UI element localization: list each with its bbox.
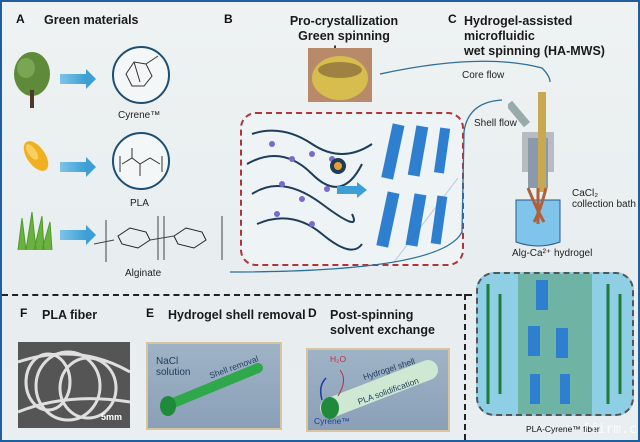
tree-icon (10, 50, 54, 110)
pla-fiber-photo: 5mm (17, 342, 131, 428)
panel-c-letter: C (448, 12, 457, 26)
panel-d-title-line2: solvent exchange (330, 323, 435, 337)
grass-icon (14, 210, 54, 251)
panel-c-title: Hydrogel-assisted microfluidic wet spinn… (464, 14, 638, 59)
arrow-right-icon (60, 225, 96, 245)
pla-structure (112, 132, 170, 190)
panel-f-letter: F (20, 306, 28, 320)
alginate-label: Alginate (125, 268, 162, 279)
watermark: ffirm.com (582, 422, 638, 437)
corn-icon (16, 138, 56, 174)
section-divider (2, 294, 472, 296)
arrow-right-icon (60, 69, 96, 89)
section-divider-vertical (464, 294, 466, 440)
shell-removal-box: NaCl solution Shell removal (146, 342, 282, 430)
panel-b-title-line1: Pro-crystallization (289, 14, 399, 28)
panel-a-letter: A (16, 12, 25, 26)
scale-bar-label: 5mm (100, 412, 122, 422)
nacl-solution-label: NaCl solution (156, 356, 190, 378)
h2o-label: H₂O (330, 354, 347, 364)
crystallization-inset (240, 112, 464, 266)
dope-flask-photo (308, 48, 372, 102)
panel-c-title-line1: Hydrogel-assisted microfluidic (464, 14, 573, 43)
cyrene-out-label: Cyrene™ (314, 416, 350, 426)
panel-d-title-line1: Post-spinning (330, 308, 414, 322)
cacl2-bath-label: CaCl₂ collection bath (572, 188, 636, 210)
cacl2-label: CaCl₂ (572, 188, 599, 199)
panel-a-title: Green materials (44, 13, 139, 27)
hydrogel-fiber-inset (476, 272, 634, 416)
arrow-right-icon (60, 157, 96, 177)
microfluidic-device (505, 92, 568, 252)
panel-d-letter: D (308, 306, 317, 320)
panel-b-letter: B (224, 12, 233, 26)
shell-flow-label: Shell flow (474, 118, 517, 129)
hydrogel-label: Alg-Ca²⁺ hydrogel (512, 248, 593, 259)
fiber-label: PLA-Cyrene™ fiber (526, 424, 600, 434)
solution-label: solution (156, 367, 191, 378)
cyrene-label: Cyrene™ (118, 110, 161, 121)
panel-d-title: Post-spinning solvent exchange (330, 308, 435, 338)
nacl-label: NaCl (156, 356, 179, 367)
core-flow-label: Core flow (462, 70, 505, 81)
panel-c-title-line2: wet spinning (HA-MWS) (464, 44, 605, 58)
panel-e-title: Hydrogel shell removal (168, 308, 306, 322)
collection-bath-label: collection bath (572, 199, 636, 210)
solvent-exchange-box: H₂O Hydrogel shell PLA solidification Cy… (306, 348, 450, 432)
cyrene-structure (112, 46, 170, 104)
pla-label: PLA (130, 198, 149, 209)
alginate-structure (88, 210, 228, 266)
panel-e-letter: E (146, 306, 155, 320)
panel-f-title: PLA fiber (42, 308, 98, 322)
